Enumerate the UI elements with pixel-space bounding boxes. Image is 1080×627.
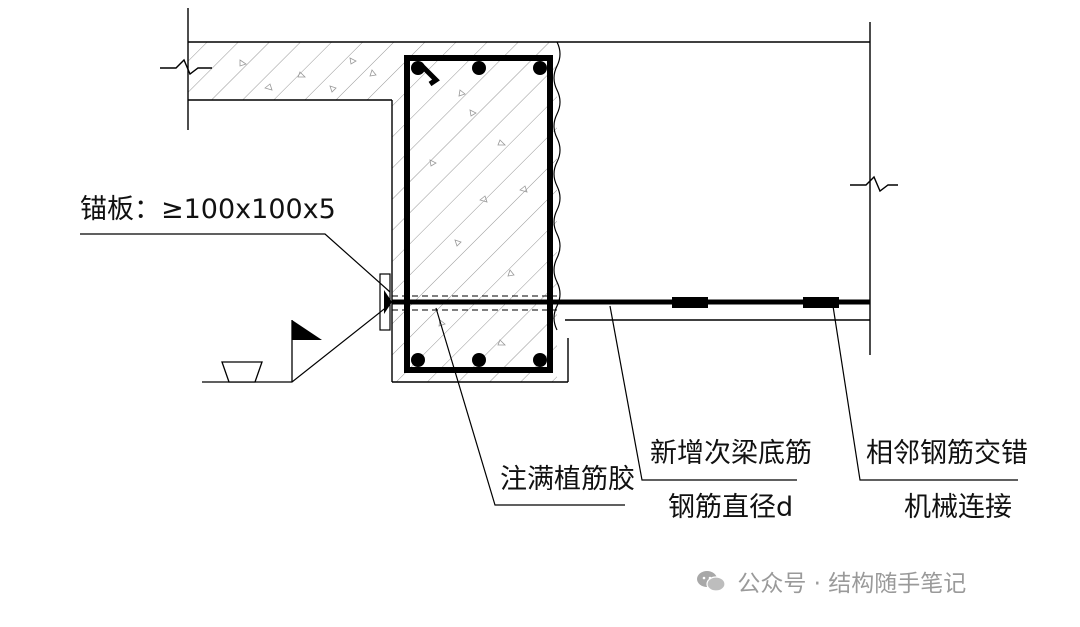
structure-outline: [160, 8, 898, 383]
stirrup: [404, 55, 553, 373]
rebars: [411, 61, 547, 367]
label-anchor-plate: 锚板：≥100x100x5: [80, 194, 336, 225]
break-edge: [553, 41, 561, 331]
weld-symbol: [221, 361, 263, 383]
stirrup-hook: [418, 62, 440, 87]
existing-slab: [188, 42, 557, 382]
coupler-1: [672, 297, 708, 308]
leader-lines: [80, 233, 1018, 506]
aggregate-marks: [239, 57, 528, 346]
wechat-icon: [696, 570, 726, 592]
label-glue-fill: 注满植筋胶: [500, 464, 635, 495]
watermark-text: 公众号 · 结构随手笔记: [737, 571, 967, 597]
label-mechanical-connection: 机械连接: [904, 492, 1012, 523]
label-adjacent-bars: 相邻钢筋交错: [866, 438, 1028, 469]
label-bar-diameter: 钢筋直径d: [668, 492, 794, 523]
watermark: 公众号 · 结构随手笔记: [696, 564, 966, 598]
field-weld-flag: [292, 320, 322, 340]
coupler-2: [803, 297, 839, 308]
label-new-beam-bar: 新增次梁底筋: [650, 438, 812, 469]
